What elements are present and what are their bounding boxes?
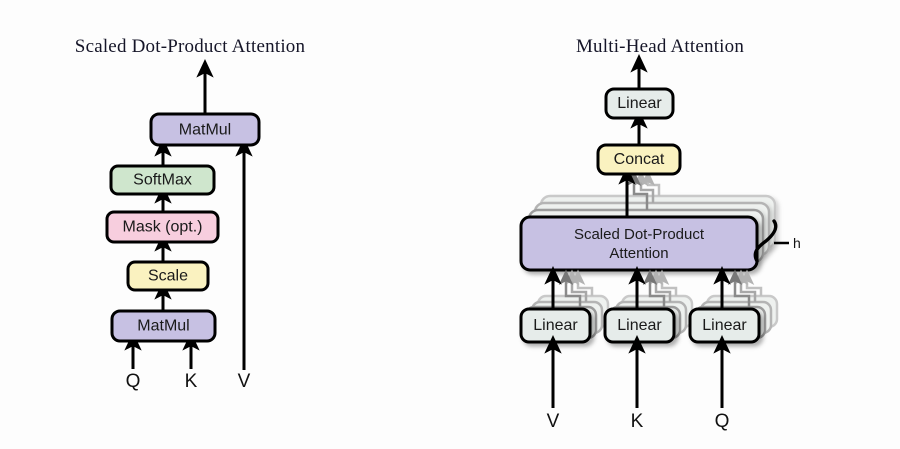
head-ghost-arrow-1 (626, 170, 649, 210)
linear-k-ghost-arrow-1 (642, 269, 666, 307)
node-linear-v[interactable]: Linear (519, 307, 592, 344)
node-sdpa-label-line2: Attention (609, 245, 668, 262)
right-panel-title: Multi-Head Attention (576, 36, 744, 57)
node-sdpa-box (519, 215, 759, 272)
right-input-label-k: K (631, 411, 644, 432)
linear-v-ghost-arrow-1 (558, 269, 582, 307)
node-matmul-top[interactable]: MatMul (149, 112, 261, 147)
node-linear-output-label: Linear (617, 95, 662, 112)
node-softmax-box (109, 164, 216, 196)
node-linear-k[interactable]: Linear (603, 307, 676, 344)
right-panel: Multi-Head Attention Scaled Dot-Product … (519, 36, 801, 432)
left-panel-title: Scaled Dot-Product Attention (75, 36, 306, 57)
node-matmul-top-label: MatMul (179, 122, 231, 139)
right-input-label-v: V (547, 411, 560, 432)
node-softmax[interactable]: SoftMax (109, 164, 216, 196)
node-mask-label: Mask (opt.) (122, 219, 202, 236)
node-concat-label: Concat (614, 151, 665, 168)
node-mask-box (105, 210, 220, 244)
node-linear-k-label: Linear (617, 317, 662, 334)
node-scaled-dot-product-attention[interactable]: Scaled Dot-Product Attention (519, 215, 759, 272)
left-panel: Scaled Dot-Product Attention MatMul (75, 36, 306, 392)
node-concat[interactable]: Concat (596, 143, 682, 176)
node-matmul-bottom-box (110, 309, 217, 343)
heads-brace-icon (753, 219, 778, 263)
linear-group-k: Linear K (603, 266, 694, 432)
node-linear-q-label: Linear (702, 317, 747, 334)
node-softmax-label: SoftMax (133, 172, 192, 189)
left-input-label-v: V (238, 371, 251, 392)
node-linear-v-label: Linear (533, 317, 578, 334)
node-linear-q[interactable]: Linear (688, 307, 761, 344)
linear-group-v: Linear V (519, 266, 610, 432)
left-input-label-k: K (185, 371, 198, 392)
linear-q-ghost-arrow-1 (727, 269, 751, 307)
node-matmul-top-box (149, 112, 261, 147)
left-input-label-q: Q (126, 371, 141, 392)
heads-count-label: h (793, 235, 801, 251)
right-input-label-q: Q (715, 411, 730, 432)
node-matmul-bottom[interactable]: MatMul (110, 309, 217, 343)
node-sdpa-label-line1: Scaled Dot-Product (574, 226, 705, 243)
node-mask[interactable]: Mask (opt.) (105, 210, 220, 244)
node-scale-box (126, 260, 210, 292)
node-matmul-bottom-label: MatMul (137, 318, 189, 335)
node-scale-label: Scale (148, 268, 188, 285)
node-linear-output[interactable]: Linear (604, 87, 675, 120)
linear-group-q: Linear Q (688, 266, 779, 432)
node-scale[interactable]: Scale (126, 260, 210, 292)
